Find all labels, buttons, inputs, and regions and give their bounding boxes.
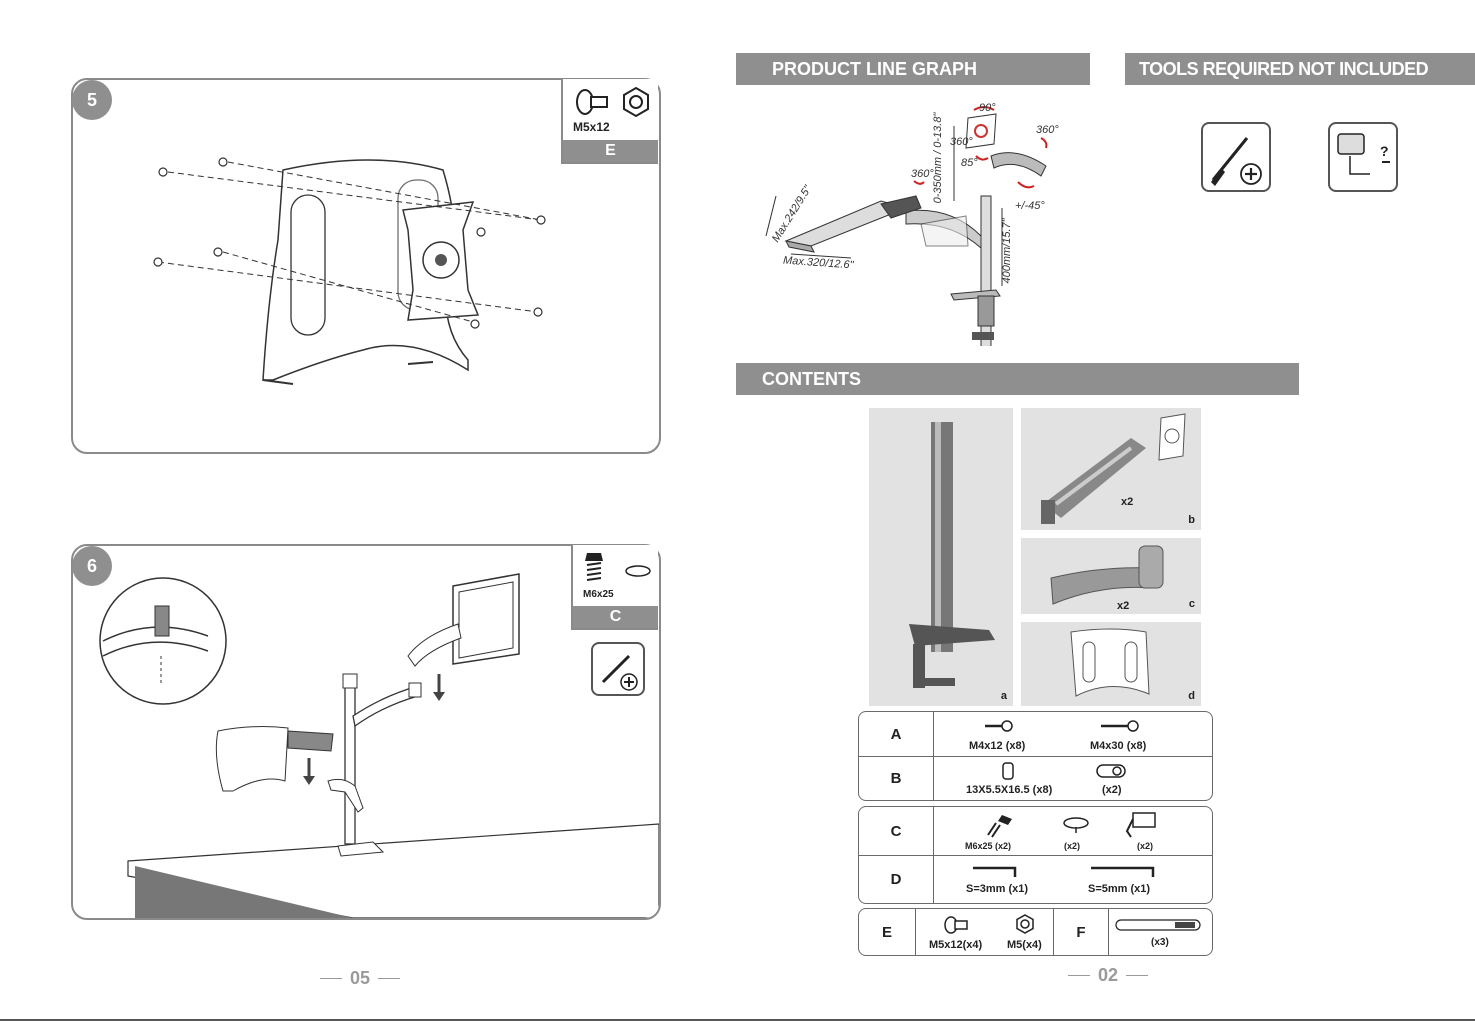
row-a-item2: M4x30 (x8) xyxy=(1090,740,1147,752)
row-f-key: F xyxy=(1053,909,1109,955)
dim-rotation-360-top: 360° xyxy=(1036,124,1059,136)
screwdriver-icon xyxy=(601,654,638,691)
product-line-graph-drawing xyxy=(765,106,1048,346)
step-6-illustration xyxy=(99,573,659,918)
spacer-icon xyxy=(1002,762,1014,780)
row-e-key: E xyxy=(859,909,916,955)
tool-phillips-screwdriver xyxy=(1201,122,1271,192)
bottom-rule xyxy=(0,1019,1475,1021)
photo-c-label: c xyxy=(1188,598,1195,610)
screw-long-icon xyxy=(1101,720,1139,732)
dim-rotation-360-mid: 360° xyxy=(950,136,973,148)
content-photo-a-pole: a xyxy=(869,408,1013,706)
step-5-number: 5 xyxy=(72,80,112,120)
row-f-item1: (x3) xyxy=(1151,937,1169,948)
contents-row-c: C M6x25 (x2) (x2) (x2) xyxy=(859,807,1212,856)
row-e-item1: M5x12(x4) xyxy=(929,939,983,951)
dim-rotation-90: 90° xyxy=(979,102,996,114)
dim-tilt-45: +/-45° xyxy=(1015,200,1045,212)
dim-pole-height: 400mm/15.7" xyxy=(1001,218,1013,284)
step-6-number: 6 xyxy=(72,546,112,586)
contents-row-a: A M4x12 (x8) M4x30 (x8) xyxy=(859,712,1212,757)
pole-clamp-illustration xyxy=(909,422,995,688)
row-c-item3: (x2) xyxy=(1137,841,1154,851)
contents-table-ef: E M5x12(x4) M5(x4) F (x3) xyxy=(858,908,1213,956)
bolt-icon xyxy=(576,89,608,115)
dim-tilt-85: 85° xyxy=(961,157,978,169)
bolt-icon xyxy=(944,916,968,934)
row-d-item1: S=3mm (x1) xyxy=(966,883,1029,895)
contents-title: CONTENTS xyxy=(762,368,861,389)
row-e-item2: M5(x4) xyxy=(1007,939,1042,951)
screw-short-icon xyxy=(985,720,1013,732)
step-6-parts-box: M6x25 C xyxy=(571,545,658,630)
row-c-item1: M6x25 (x2) xyxy=(965,841,1012,851)
row-d-key: D xyxy=(859,855,934,903)
washer-icon xyxy=(625,565,651,577)
tools-banner: TOOLS REQUIRED NOT INCLUDED xyxy=(1125,53,1475,85)
tool-power-drill: ? xyxy=(1328,122,1398,192)
right-page-number: 02 xyxy=(1068,965,1149,986)
step-5-part-size: M5x12 xyxy=(573,120,610,134)
step-6-panel xyxy=(71,544,661,920)
photo-a-label: a xyxy=(1000,690,1007,702)
contents-row-d: D S=3mm (x1) S=5mm (x1) xyxy=(859,855,1212,903)
washer-icon xyxy=(1063,817,1089,833)
contents-row-b: B 13X5.5X16.5 (x8) (x2) xyxy=(859,756,1212,800)
step-6-part-letter: C xyxy=(573,606,658,628)
threaded-bolt-icon xyxy=(987,815,1012,838)
step-5-parts-box: M5x12 E xyxy=(561,79,658,164)
screwdriver-icon xyxy=(1211,137,1262,186)
content-photo-d-plate: d xyxy=(1021,622,1201,706)
gas-arm-illustration xyxy=(1041,413,1186,524)
dim-height-range: 0-350mm / 0-13.8" xyxy=(932,112,944,204)
row-c-item2: (x2) xyxy=(1064,841,1081,851)
cable-clip-icon xyxy=(1096,764,1126,778)
contents-table-ab: A M4x12 (x8) M4x30 (x8) B 13X5.5X16.5 (x… xyxy=(858,711,1213,801)
content-photo-b-arm: x2 b xyxy=(1021,408,1201,530)
row-b-item1: 13X5.5X16.5 (x8) xyxy=(966,784,1053,796)
allen-key-large-icon xyxy=(1091,866,1155,877)
product-line-graph-title: PRODUCT LINE GRAPH xyxy=(772,58,978,79)
photo-d-label: d xyxy=(1188,690,1195,702)
cable-tie-icon xyxy=(1115,919,1201,931)
drill-icon: ? xyxy=(1337,133,1390,175)
step-5-illustration xyxy=(153,157,546,385)
row-d-item2: S=5mm (x1) xyxy=(1088,883,1151,895)
step-6-part-size: M6x25 xyxy=(583,589,614,600)
dim-rotation-360-left: 360° xyxy=(911,168,934,180)
row-b-item2: (x2) xyxy=(1102,784,1122,796)
content-photo-c-extension: x2 c xyxy=(1021,538,1201,614)
svg-text:?: ? xyxy=(1380,143,1389,159)
row-a-key: A xyxy=(859,712,934,756)
product-line-graph-banner: PRODUCT LINE GRAPH xyxy=(736,53,1090,85)
row-a-item1: M4x12 (x8) xyxy=(969,740,1026,752)
step-5-part-letter: E xyxy=(563,140,658,162)
photo-c-quantity: x2 xyxy=(1117,600,1130,612)
hex-nut-icon xyxy=(623,86,649,118)
row-c-key: C xyxy=(859,807,934,855)
photo-b-quantity: x2 xyxy=(1121,496,1134,508)
contents-banner: CONTENTS xyxy=(736,363,1299,395)
tools-title: TOOLS REQUIRED NOT INCLUDED xyxy=(1139,58,1429,79)
contents-table-cd: C M6x25 (x2) (x2) (x2) D S=3mm (x1) S=5m… xyxy=(858,806,1213,904)
row-b-key: B xyxy=(859,756,934,800)
allen-key-small-icon xyxy=(973,866,1017,877)
left-page-number: 05 xyxy=(320,968,401,989)
threaded-bolt-icon xyxy=(585,553,603,581)
hook-clip-icon xyxy=(1125,812,1156,838)
back-plate-illustration xyxy=(1070,628,1150,697)
step-6-screwdriver-tool xyxy=(591,642,645,696)
extension-arm-illustration xyxy=(1050,545,1164,605)
photo-b-label: b xyxy=(1188,514,1195,526)
hex-nut-icon xyxy=(1016,914,1034,934)
